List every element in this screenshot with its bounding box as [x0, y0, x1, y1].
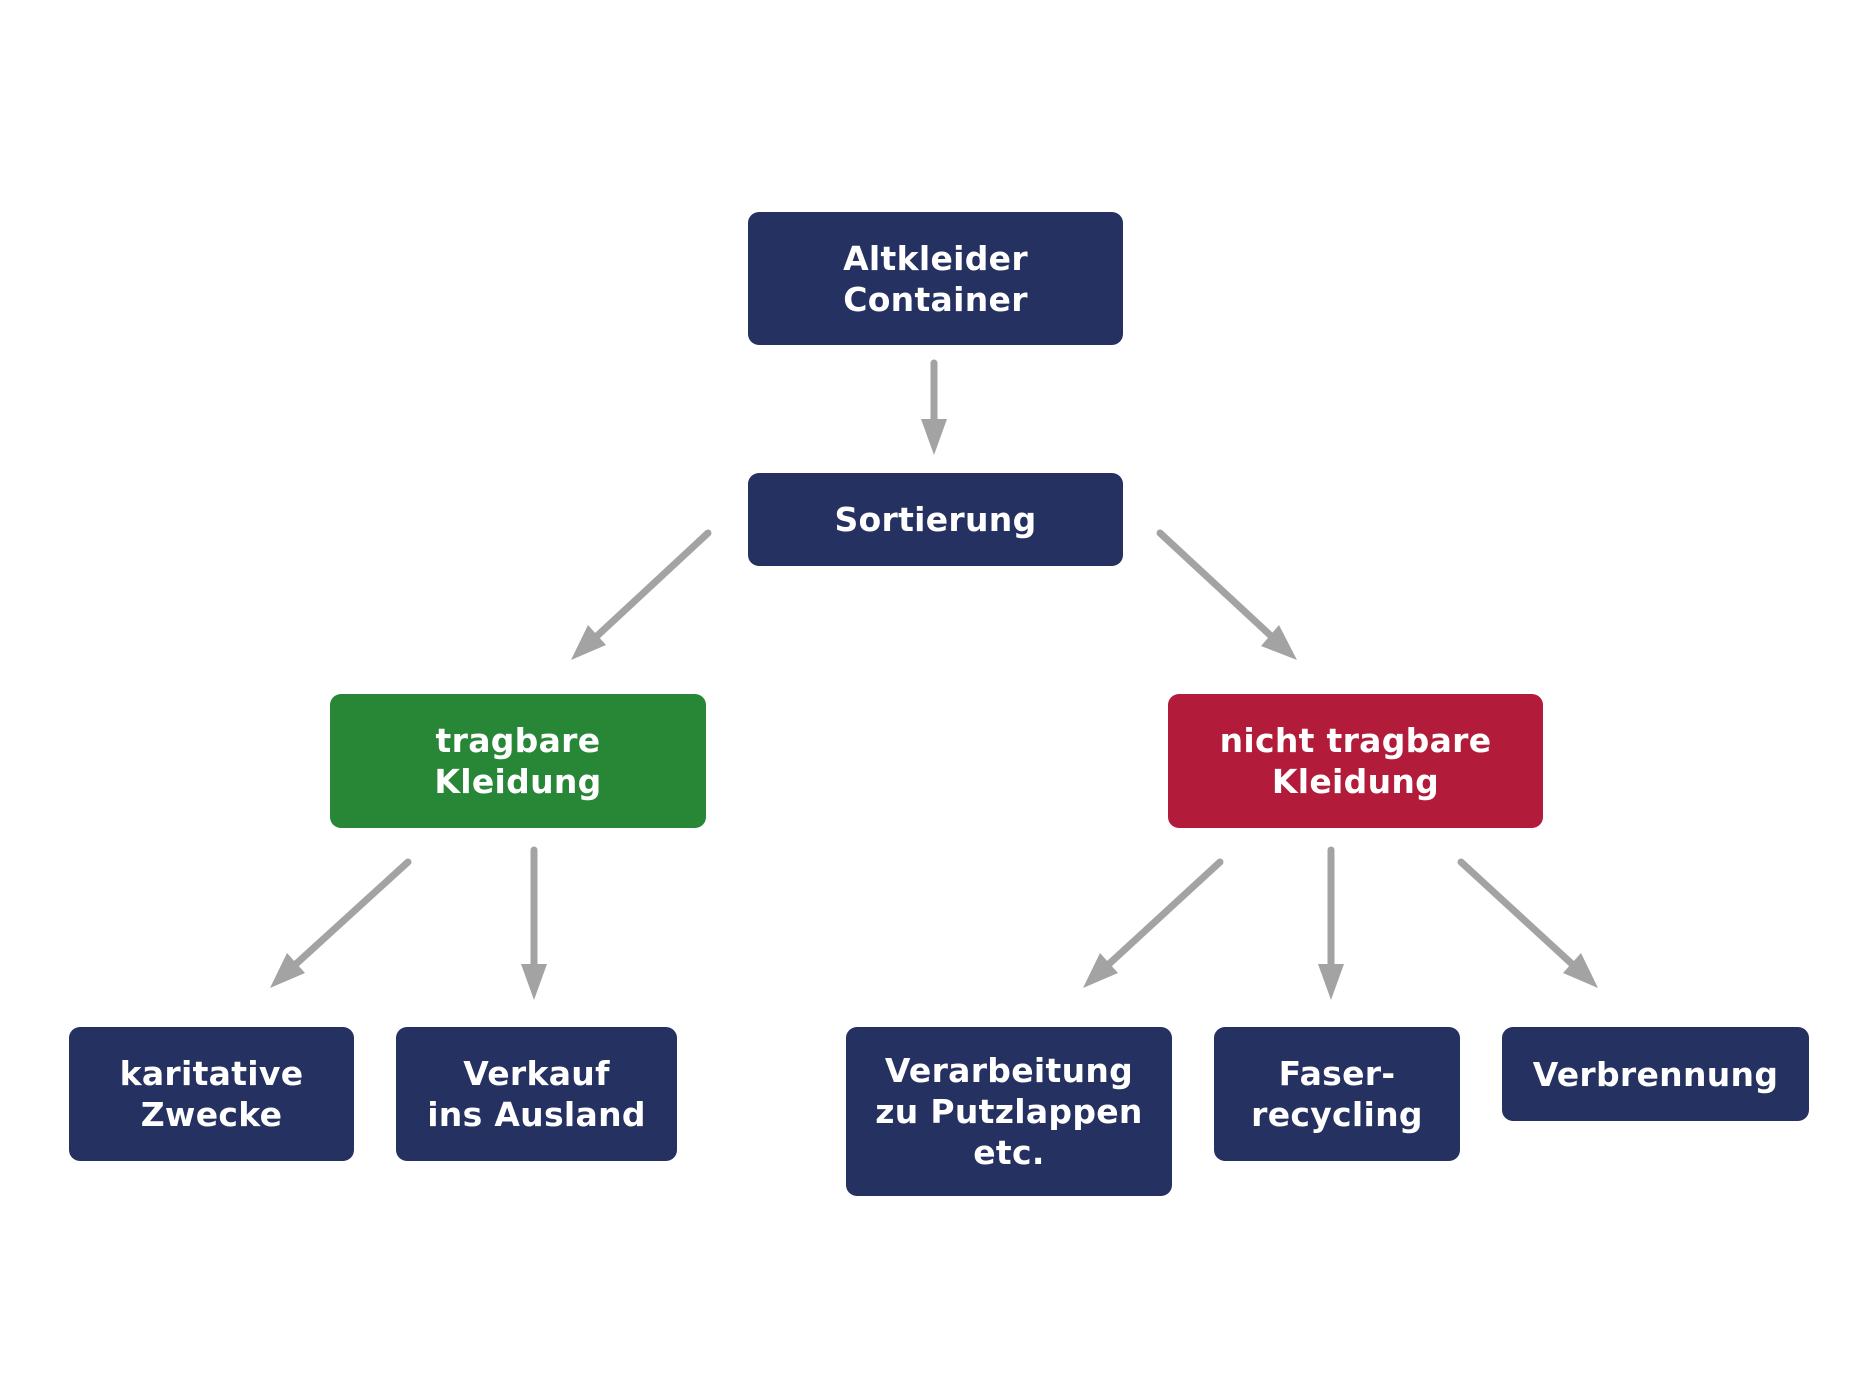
arrowhead-nicht-tragbar-to-verarbeitung — [1083, 953, 1118, 988]
node-label-line: Altkleider — [843, 238, 1028, 278]
arrowhead-sortierung-to-nicht-tragbar — [1261, 625, 1297, 660]
node-tragbare-kleidung: tragbare Kleidung — [330, 694, 706, 828]
node-altkleider-container: Altkleider Container — [748, 212, 1123, 345]
arrowhead-nicht-tragbar-to-faser — [1318, 964, 1344, 1000]
node-karitative-zwecke: karitative Zwecke — [69, 1027, 354, 1161]
arrow-nicht-tragbar-to-verbrennung — [1457, 858, 1576, 968]
node-nicht-tragbare-kleidung: nicht tragbare Kleidung — [1168, 694, 1543, 828]
arrowhead-tragbar-to-karitativ — [270, 953, 305, 988]
arrow-sortierung-to-tragbar — [593, 529, 712, 640]
arrowhead-container-to-sortierung — [921, 419, 947, 455]
node-label-line: zu Putzlappen — [875, 1092, 1143, 1131]
arrow-nicht-tragbar-to-verarbeitung — [1105, 858, 1224, 968]
node-label-line: etc. — [973, 1133, 1045, 1172]
node-label-line: ins Ausland — [427, 1095, 646, 1134]
node-label-line: Verbrennung — [1532, 1054, 1779, 1094]
arrowhead-tragbar-to-verkauf — [521, 964, 547, 1000]
node-label-line: Verkauf — [463, 1054, 610, 1093]
node-label-line: Kleidung — [1271, 762, 1440, 801]
node-verarbeitung-zu-putzlappen: Verarbeitung zu Putzlappen etc. — [846, 1027, 1172, 1196]
node-label-line: Zwecke — [140, 1095, 283, 1134]
arrowhead-sortierung-to-tragbar — [571, 625, 606, 660]
node-verbrennung: Verbrennung — [1502, 1027, 1809, 1121]
node-label-line: Verarbeitung — [884, 1051, 1134, 1090]
node-label-line: karitative — [119, 1054, 304, 1093]
node-verkauf-ins-ausland: Verkauf ins Ausland — [396, 1027, 677, 1161]
node-label-line: Sortierung — [834, 500, 1037, 539]
node-sortierung: Sortierung — [748, 473, 1123, 566]
arrow-sortierung-to-nicht-tragbar — [1156, 529, 1274, 639]
node-label-line: Container — [843, 279, 1028, 319]
arrowhead-nicht-tragbar-to-verbrennung — [1563, 953, 1598, 988]
node-faser-recycling: Faser- recycling — [1214, 1027, 1460, 1161]
node-label-line: tragbare — [435, 721, 601, 760]
node-label-line: Kleidung — [434, 762, 602, 801]
node-label-line: Faser- — [1278, 1054, 1396, 1093]
node-label-line: nicht tragbare — [1219, 721, 1492, 760]
arrow-tragbar-to-karitativ — [292, 858, 412, 968]
node-label-line: recycling — [1251, 1095, 1423, 1134]
